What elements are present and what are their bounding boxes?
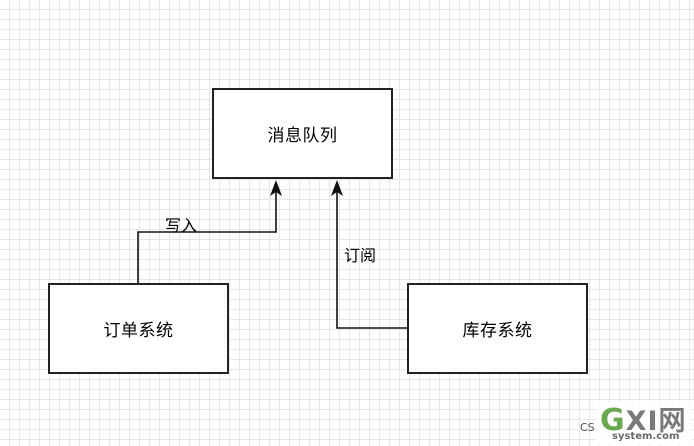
watermark-brand: GXI网 <box>600 399 687 438</box>
node-inventory-system[interactable]: 库存系统 <box>407 283 588 374</box>
edge-write-label[interactable]: 写入 <box>165 216 198 235</box>
edge-write-arrowhead <box>270 180 282 196</box>
node-order-system[interactable]: 订单系统 <box>48 283 229 374</box>
node-message-queue-label: 消息队列 <box>267 126 338 146</box>
edge-subscribe-label[interactable]: 订阅 <box>344 246 377 265</box>
watermark-brand-g: G <box>600 403 626 438</box>
watermark-logo: GXI网 system.com <box>596 401 692 445</box>
node-order-system-label: 订单系统 <box>103 321 174 341</box>
edge-subscribe-arrowhead <box>331 180 343 196</box>
node-message-queue[interactable]: 消息队列 <box>212 88 393 179</box>
watermark-brand-rest: XI网 <box>625 406 687 437</box>
edge-subscribe-connector <box>336 190 407 329</box>
watermark-sub: system.com <box>612 431 680 442</box>
watermark-left-text: CS <box>580 421 595 434</box>
edge-write-connector <box>137 190 277 283</box>
node-inventory-system-label: 库存系统 <box>462 321 533 341</box>
